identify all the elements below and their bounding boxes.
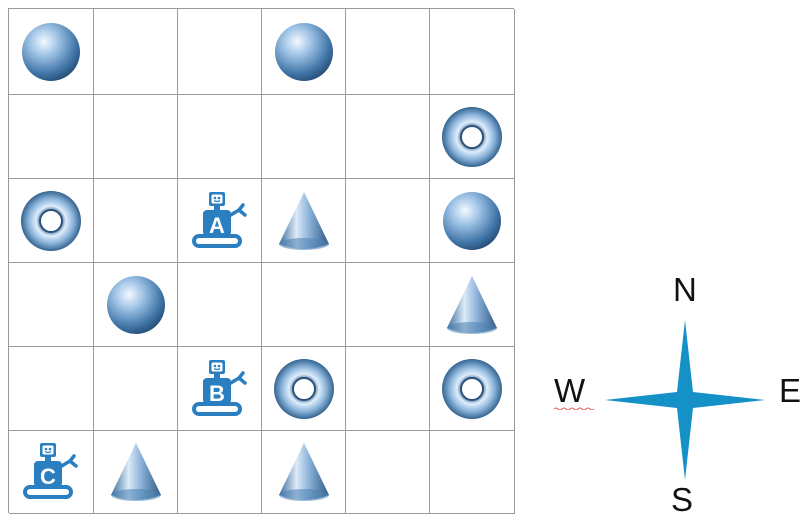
compass-north-label: N	[673, 273, 697, 306]
board-cell[interactable]	[346, 431, 430, 514]
board-cell[interactable]	[178, 95, 262, 179]
board-cell[interactable]	[430, 431, 515, 514]
robot-label: C	[40, 464, 56, 489]
sphere-icon	[439, 188, 505, 254]
board-cell[interactable]	[9, 95, 94, 179]
robot-b-icon: B	[187, 356, 253, 422]
board-cell[interactable]	[346, 9, 430, 95]
robot-c-icon: C	[18, 439, 84, 505]
board-cell[interactable]	[262, 9, 346, 95]
game-board: A B C	[8, 8, 514, 513]
board-cell[interactable]	[9, 179, 94, 263]
cone-icon	[271, 188, 337, 254]
board-cell[interactable]: B	[178, 347, 262, 431]
board-cell[interactable]	[94, 347, 178, 431]
robot-a-icon: A	[187, 188, 253, 254]
compass-star-icon	[600, 315, 770, 485]
torus-icon	[439, 356, 505, 422]
board-cell[interactable]	[94, 179, 178, 263]
board-cell[interactable]	[178, 431, 262, 514]
board-cell[interactable]	[430, 347, 515, 431]
board-cell[interactable]	[9, 9, 94, 95]
board-cell[interactable]	[262, 95, 346, 179]
board-cell[interactable]	[178, 9, 262, 95]
torus-icon	[271, 356, 337, 422]
torus-icon	[18, 188, 84, 254]
sphere-icon	[18, 19, 84, 85]
robot-label: A	[209, 213, 225, 238]
board-cell[interactable]	[94, 431, 178, 514]
cone-icon	[271, 439, 337, 505]
board-cell[interactable]	[262, 263, 346, 347]
robot-label: B	[209, 381, 225, 406]
board-cell[interactable]	[262, 347, 346, 431]
sphere-icon	[271, 19, 337, 85]
board-cell[interactable]	[262, 179, 346, 263]
board-cell[interactable]	[94, 9, 178, 95]
compass-rose: N W E S	[540, 265, 805, 513]
board-cell[interactable]	[346, 95, 430, 179]
board-cell[interactable]	[346, 179, 430, 263]
board-cell[interactable]	[346, 263, 430, 347]
compass-east-label: E	[779, 374, 801, 407]
board-cell[interactable]: A	[178, 179, 262, 263]
board-cell[interactable]	[9, 263, 94, 347]
torus-icon	[439, 104, 505, 170]
board-cell[interactable]	[262, 431, 346, 514]
board-cell[interactable]	[430, 95, 515, 179]
spellcheck-underline	[554, 407, 596, 410]
cone-icon	[103, 439, 169, 505]
board-cell[interactable]	[94, 263, 178, 347]
board-cell[interactable]	[94, 95, 178, 179]
board-cell[interactable]	[430, 263, 515, 347]
board-cell[interactable]	[178, 263, 262, 347]
compass-south-label: S	[671, 483, 693, 516]
cone-icon	[439, 272, 505, 338]
sphere-icon	[103, 272, 169, 338]
board-cell[interactable]: C	[9, 431, 94, 514]
board-cell[interactable]	[430, 9, 515, 95]
board-cell[interactable]	[346, 347, 430, 431]
compass-west-label: W	[554, 374, 585, 407]
board-cell[interactable]	[9, 347, 94, 431]
board-cell[interactable]	[430, 179, 515, 263]
